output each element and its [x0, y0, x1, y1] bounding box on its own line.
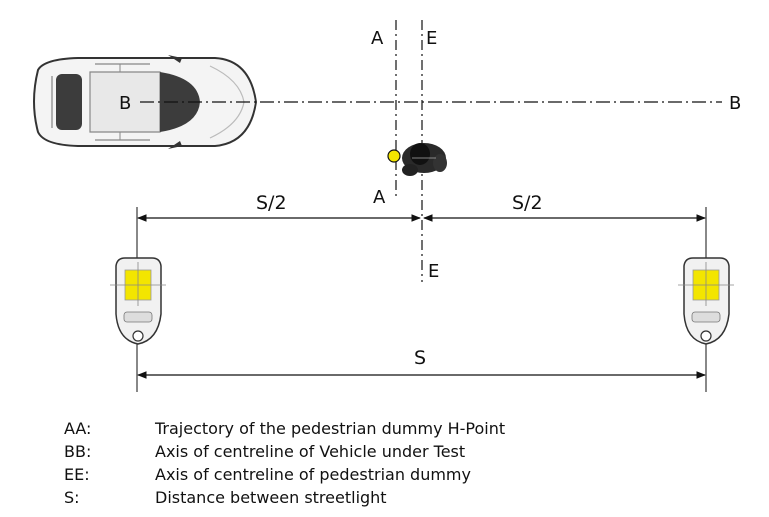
legend-text: Axis of centreline of Vehicle under Test	[155, 442, 466, 461]
label-a-bottom: A	[373, 187, 386, 208]
test-setup-diagram: A E B B A E S/2 S/2 S	[33, 20, 741, 392]
label-b-right: B	[729, 93, 741, 114]
pedestrian-dummy-icon	[402, 143, 447, 176]
streetlight-icon	[678, 257, 734, 345]
legend-key: BB:	[64, 442, 92, 461]
legend-key: AA:	[64, 419, 92, 438]
legend-row: BB: Axis of centreline of Vehicle under …	[0, 440, 769, 463]
legend-row: S: Distance between streetlight	[0, 486, 769, 509]
legend-text: Distance between streetlight	[155, 488, 387, 507]
label-a-top: A	[371, 28, 384, 49]
legend-text: Axis of centreline of pedestrian dummy	[155, 465, 471, 484]
legend-row: AA: Trajectory of the pedestrian dummy H…	[0, 417, 769, 440]
dimension-label-half-left: S/2	[256, 192, 287, 214]
legend-key: EE:	[64, 465, 90, 484]
label-e-top: E	[426, 28, 437, 49]
streetlight-icon	[110, 257, 166, 345]
label-b-left: B	[119, 93, 131, 114]
legend-key: S:	[64, 488, 80, 507]
label-e-bottom: E	[428, 261, 439, 282]
dimension-label-half-right: S/2	[512, 192, 543, 214]
dimension-label-full: S	[414, 347, 426, 369]
legend-text: Trajectory of the pedestrian dummy H-Poi…	[155, 419, 506, 438]
h-point-marker	[387, 149, 401, 163]
legend-row: EE: Axis of centreline of pedestrian dum…	[0, 463, 769, 486]
